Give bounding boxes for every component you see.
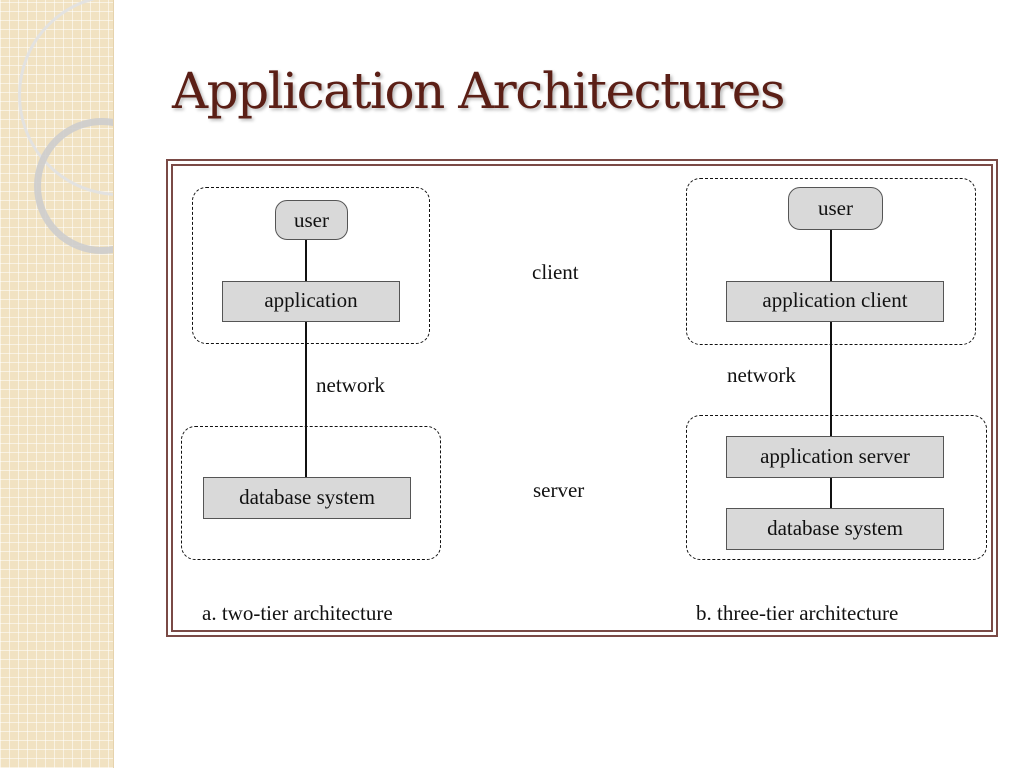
- three-tier-network-label: network: [727, 363, 796, 387]
- two-tier-user-node: user: [275, 200, 348, 240]
- two-tier-client-group: [192, 187, 430, 344]
- three-tier-server-group: [686, 415, 987, 560]
- three-tier-application-client-node: application client: [726, 281, 944, 322]
- architecture-diagram: user application database system network…: [166, 159, 998, 637]
- three-tier-user-node: user: [788, 187, 883, 230]
- server-tier-label: server: [533, 478, 585, 502]
- three-tier-caption: b. three-tier architecture: [696, 601, 899, 625]
- connector-application-database: [305, 321, 307, 478]
- connector-application-client-application-server: [830, 321, 832, 436]
- connector-application-server-database: [830, 477, 832, 509]
- connector-user-application-client: [830, 229, 832, 282]
- connector-user-application: [305, 239, 307, 282]
- slide-title: Application Architectures: [172, 62, 786, 120]
- three-tier-database-node: database system: [726, 508, 944, 550]
- client-tier-label: client: [532, 260, 579, 284]
- decorative-sidebar: [0, 0, 114, 768]
- two-tier-database-node: database system: [203, 477, 411, 519]
- three-tier-application-server-node: application server: [726, 436, 944, 478]
- two-tier-server-group: [181, 426, 441, 560]
- two-tier-caption: a. two-tier architecture: [202, 601, 393, 625]
- two-tier-network-label: network: [316, 373, 385, 397]
- two-tier-application-node: application: [222, 281, 400, 322]
